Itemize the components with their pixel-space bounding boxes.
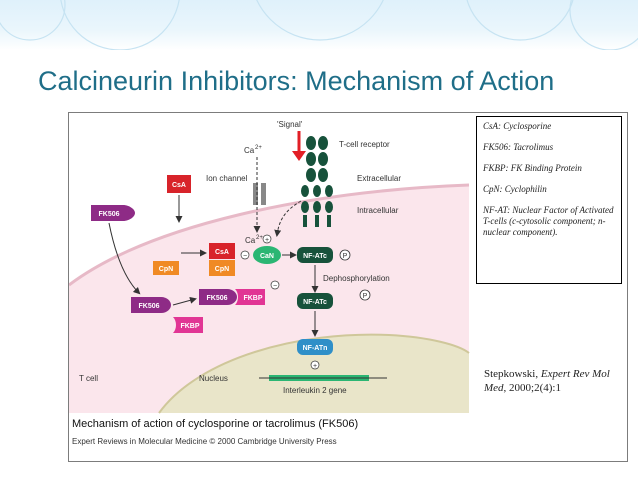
cpn-complex-label: CpN [215,266,229,273]
tcell-label: T cell [79,374,98,383]
minus-label-1: − [243,253,247,260]
fk506-entry-arrow [108,222,141,295]
interleukin-label: Interleukin 2 gene [283,386,347,395]
csa-complex-label: CsA [215,249,229,256]
nuclear-membrane [158,333,470,414]
nfatc-top-box [297,247,333,263]
fkbp-bind-arrow [172,296,197,306]
csa-complex-box [209,243,235,259]
ca-mid-label: Ca [245,236,256,245]
citation-details: , 2000;2(4):1 [503,382,561,394]
minus-sign-1 [240,250,250,260]
figure-copyright: Expert Reviews in Molecular Medicine © 2… [72,437,337,446]
ca-top-sup: 2+ [255,145,262,151]
nfatn-box [297,339,333,355]
csa-free-label: CsA [172,182,186,189]
plus-label-1: + [265,237,269,244]
figure-caption: Mechanism of action of cyclosporine or t… [72,418,359,430]
mechanism-diagram: 'Signal' T-cell receptor Ca 2+ Ion chann… [69,120,470,414]
ion-channel-left [253,183,258,205]
can-label: CaN [260,253,274,260]
tcell-receptor-shape [301,136,333,227]
dephosphorylation-label: Dephosphorylation [323,274,390,283]
nfatc-bottom-box [297,293,333,309]
cpn-free-label: CpN [159,266,173,273]
fk506-complex-shape-2 [199,289,237,305]
nucleus-region [159,334,469,413]
minus-sign-2 [270,280,280,290]
membrane-line [69,183,470,287]
fk506-free-label: FK506 [98,211,119,218]
nfatn-label: NF-ATn [303,345,328,352]
can-shape [253,246,281,264]
citation-journal: Expert Rev Mol Med [484,368,610,394]
fkbp-free-label: FKBP [180,323,199,330]
legend-entry-csa: CsA: Cyclosporine [483,121,552,131]
abbreviation-legend: CsA: Cyclosporine FK506: Tacrolimus FKBP… [476,116,622,284]
header-banner [0,0,638,50]
extracellular-label: Extracellular [357,174,401,183]
ion-channel-right [261,183,266,205]
intracellular-label: Intracellular [357,206,399,215]
legend-entry-cpn: CpN: Cyclophilin [483,184,547,194]
phosphate-1 [339,249,351,261]
fk506-complex-label-2: FK506 [206,295,227,302]
nfatc-bottom-label: NF-ATc [303,299,327,306]
fk506-complex-label-1: FK506 [138,303,159,310]
ion-channel-label: Ion channel [206,174,248,183]
tcell-receptor-label: T-cell receptor [339,140,390,149]
ca-mid-sup: 2+ [256,235,263,241]
minus-label-2: − [273,283,277,290]
signal-arrowhead [292,151,306,161]
plus-sign-1 [262,234,272,244]
nfatc-top-label: NF-ATc [303,253,327,260]
fkbp-complex-shape [235,289,265,305]
signal-label: 'Signal' [277,120,303,129]
banner-pattern [0,0,638,50]
slide-title: Calcineurin Inhibitors: Mechanism of Act… [38,66,555,96]
fkbp-free-shape [173,317,203,333]
plus-sign-2 [310,360,320,370]
cpn-free-box [153,261,179,275]
nucleus-label: Nucleus [199,374,228,383]
citation-author: Stepkowski, [484,368,539,380]
phosphate-2 [359,289,371,301]
ca-top-label: Ca [244,146,255,155]
phosphate-label-1: P [343,253,348,260]
phosphate-label-2: P [363,293,368,300]
citation: Stepkowski, Expert Rev Mol Med, 2000;2(4… [484,367,624,395]
cpn-complex-box [209,260,235,276]
legend-entry-fkbp: FKBP: FK Binding Protein [483,163,582,173]
plus-label-2: + [313,363,317,370]
fk506-free-shape [91,205,135,221]
fk506-complex-shape-1 [131,297,171,313]
csa-free-box [167,175,191,193]
receptor-signal-arrow [274,200,302,237]
fkbp-complex-label: FKBP [243,295,262,302]
legend-entry-nfat: NF-AT: Nuclear Factor of Activated T-cel… [483,205,614,237]
legend-entry-fk506: FK506: Tacrolimus [483,142,554,152]
